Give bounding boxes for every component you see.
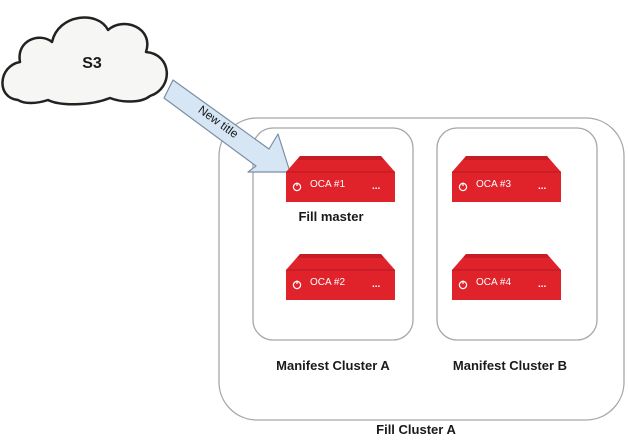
server-label: OCA #4 (476, 277, 511, 288)
manifest-cluster-b-label: Manifest Cluster B (453, 358, 567, 373)
fill-master-label: Fill master (298, 209, 363, 224)
manifest-cluster-a-label: Manifest Cluster A (276, 358, 390, 373)
manifest-cluster-b-container (436, 127, 598, 341)
power-icon (458, 280, 468, 290)
menu-dots-icon: ... (372, 181, 381, 192)
menu-dots-icon: ... (372, 279, 381, 290)
server-oca-2: OCA #2 ... (286, 254, 395, 300)
cloud-label: S3 (82, 55, 102, 72)
power-icon (292, 280, 302, 290)
transfer-arrow: New title (163, 79, 291, 173)
power-icon (458, 182, 468, 192)
manifest-cluster-a-container (252, 127, 414, 341)
server-oca-1: OCA #1 ... (286, 156, 395, 202)
server-label: OCA #1 (310, 179, 345, 190)
server-oca-4: OCA #4 ... (452, 254, 561, 300)
cloud-icon: S3 (1, 16, 168, 106)
fill-cluster-container (218, 117, 625, 421)
server-oca-3: OCA #3 ... (452, 156, 561, 202)
server-label: OCA #2 (310, 277, 345, 288)
power-icon (292, 182, 302, 192)
server-label: OCA #3 (476, 179, 511, 190)
menu-dots-icon: ... (538, 181, 547, 192)
menu-dots-icon: ... (538, 279, 547, 290)
fill-cluster-label: Fill Cluster A (376, 422, 456, 437)
